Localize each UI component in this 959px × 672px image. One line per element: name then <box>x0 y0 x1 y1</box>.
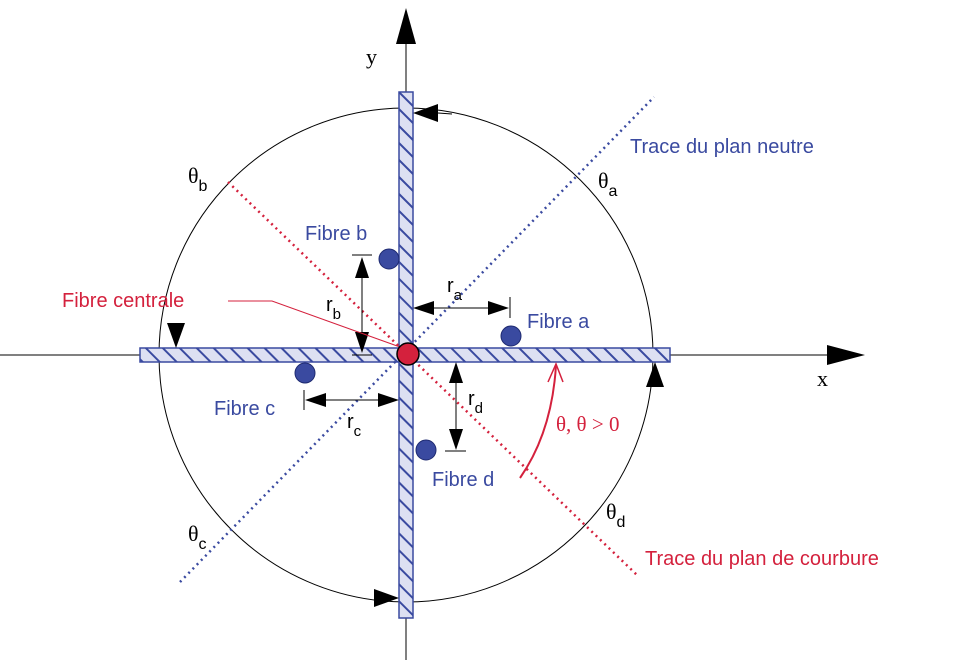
theta-angle-arc <box>519 364 557 479</box>
fibre-c-marker <box>294 362 316 384</box>
neutral-plane-label: Trace du plan neutre <box>630 136 814 158</box>
fibre-b-marker <box>378 248 400 270</box>
fibre-b-label: Fibre b <box>305 223 367 245</box>
distance-ra-label: ra <box>447 275 463 304</box>
fibre-c-label: Fibre c <box>214 398 275 420</box>
y-axis-arrowhead <box>396 8 416 44</box>
distance-rc-label: rc <box>347 411 362 440</box>
neutral-plane-trace <box>179 96 655 583</box>
theta-c-label: θc <box>188 521 207 553</box>
theta-angle-label: θ, θ > 0 <box>556 412 619 436</box>
x-axis-arrowhead <box>827 345 865 365</box>
central-fibre-leader <box>228 300 401 348</box>
distance-rd-label: rd <box>468 388 483 417</box>
fibre-central-label: Fibre centrale <box>62 290 184 312</box>
fibre-central-marker <box>396 342 420 366</box>
strip-right-arrowhead <box>646 362 664 387</box>
fibre-d-marker <box>415 439 437 461</box>
strip-left-arrowhead <box>167 323 185 348</box>
theta-d-label: θd <box>606 499 625 531</box>
strip-top-arrowhead <box>413 104 438 122</box>
fibre-a-marker <box>500 325 522 347</box>
theta-b-label: θb <box>188 163 208 195</box>
fibre-d-label: Fibre d <box>432 469 494 491</box>
bending-plane-trace <box>227 181 639 577</box>
theta-a-label: θa <box>598 168 618 200</box>
bending-plane-label: Trace du plan de courbure <box>645 548 879 570</box>
y-axis-label: y <box>366 44 377 69</box>
distance-rb-label: rb <box>326 294 341 323</box>
x-axis-label: x <box>817 366 828 391</box>
fibre-a-label: Fibre a <box>527 311 590 333</box>
strip-bottom-arrowhead <box>374 589 399 607</box>
